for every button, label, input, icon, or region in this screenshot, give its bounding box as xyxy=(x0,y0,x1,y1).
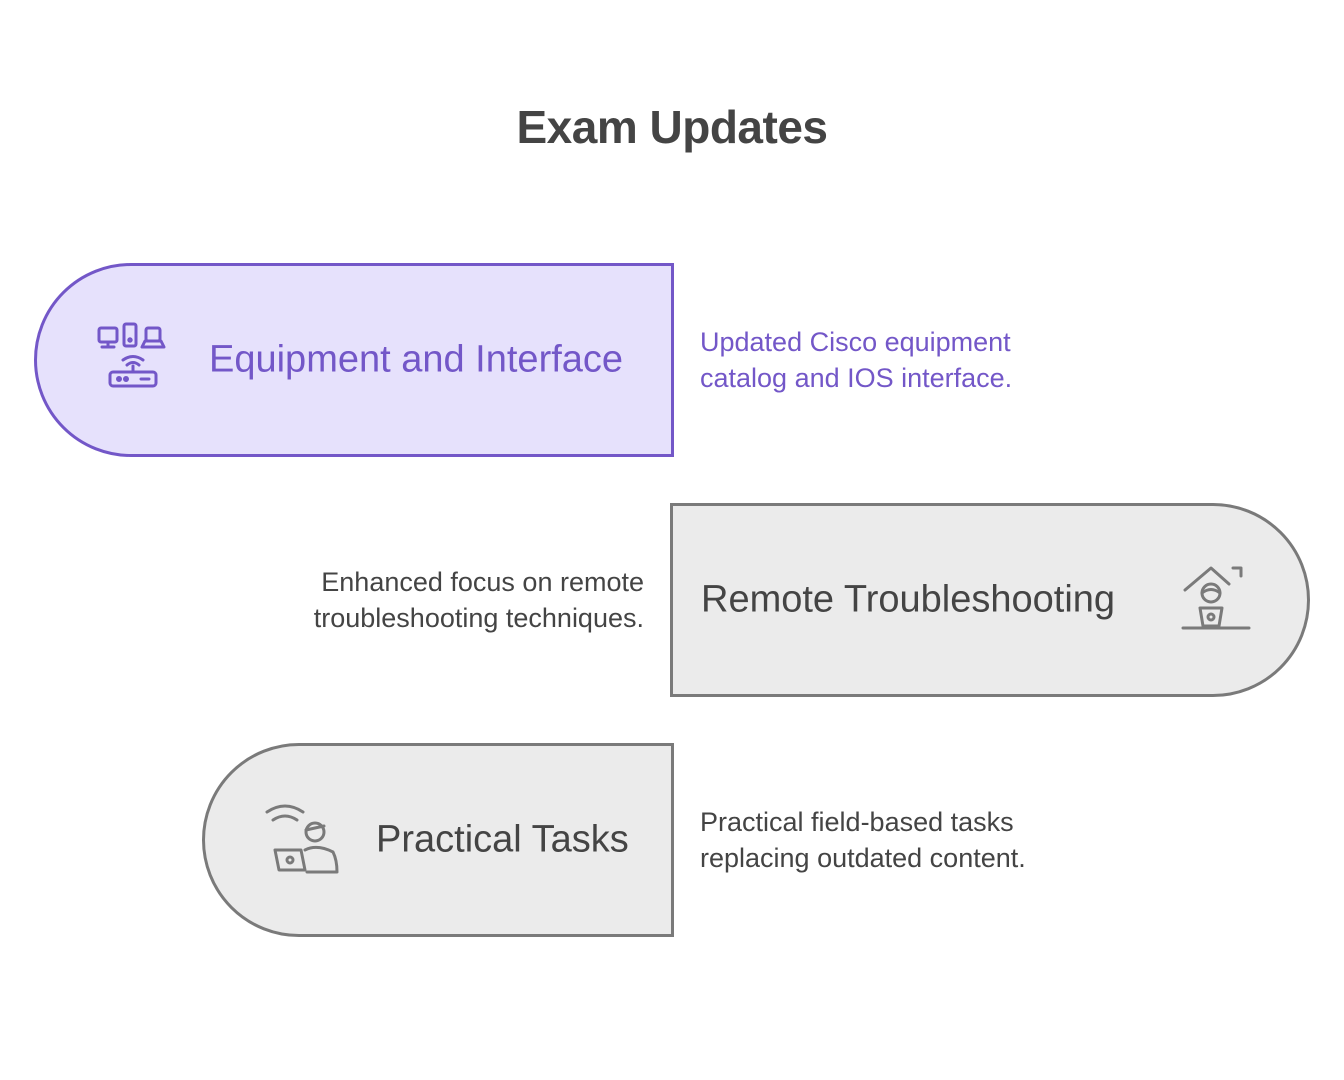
item-label: Practical Tasks xyxy=(376,818,629,861)
field-technician-icon xyxy=(265,804,339,874)
item-remote-troubleshooting: Remote Troubleshooting xyxy=(670,503,1310,697)
remote-work-icon xyxy=(1181,566,1251,630)
item-equipment-interface: Equipment and Interface xyxy=(34,263,674,457)
item-label: Equipment and Interface xyxy=(209,338,624,381)
network-devices-icon xyxy=(97,322,166,388)
item-description: Updated Cisco equipment catalog and IOS … xyxy=(700,327,1013,393)
diagram-title: Exam Updates xyxy=(516,101,828,153)
item-description: Enhanced focus on remote troubleshooting… xyxy=(313,567,644,633)
item-label: Remote Troubleshooting xyxy=(701,578,1116,621)
item-description: Practical field-based tasks replacing ou… xyxy=(700,807,1026,873)
item-practical-tasks: Practical Tasks xyxy=(202,743,674,937)
